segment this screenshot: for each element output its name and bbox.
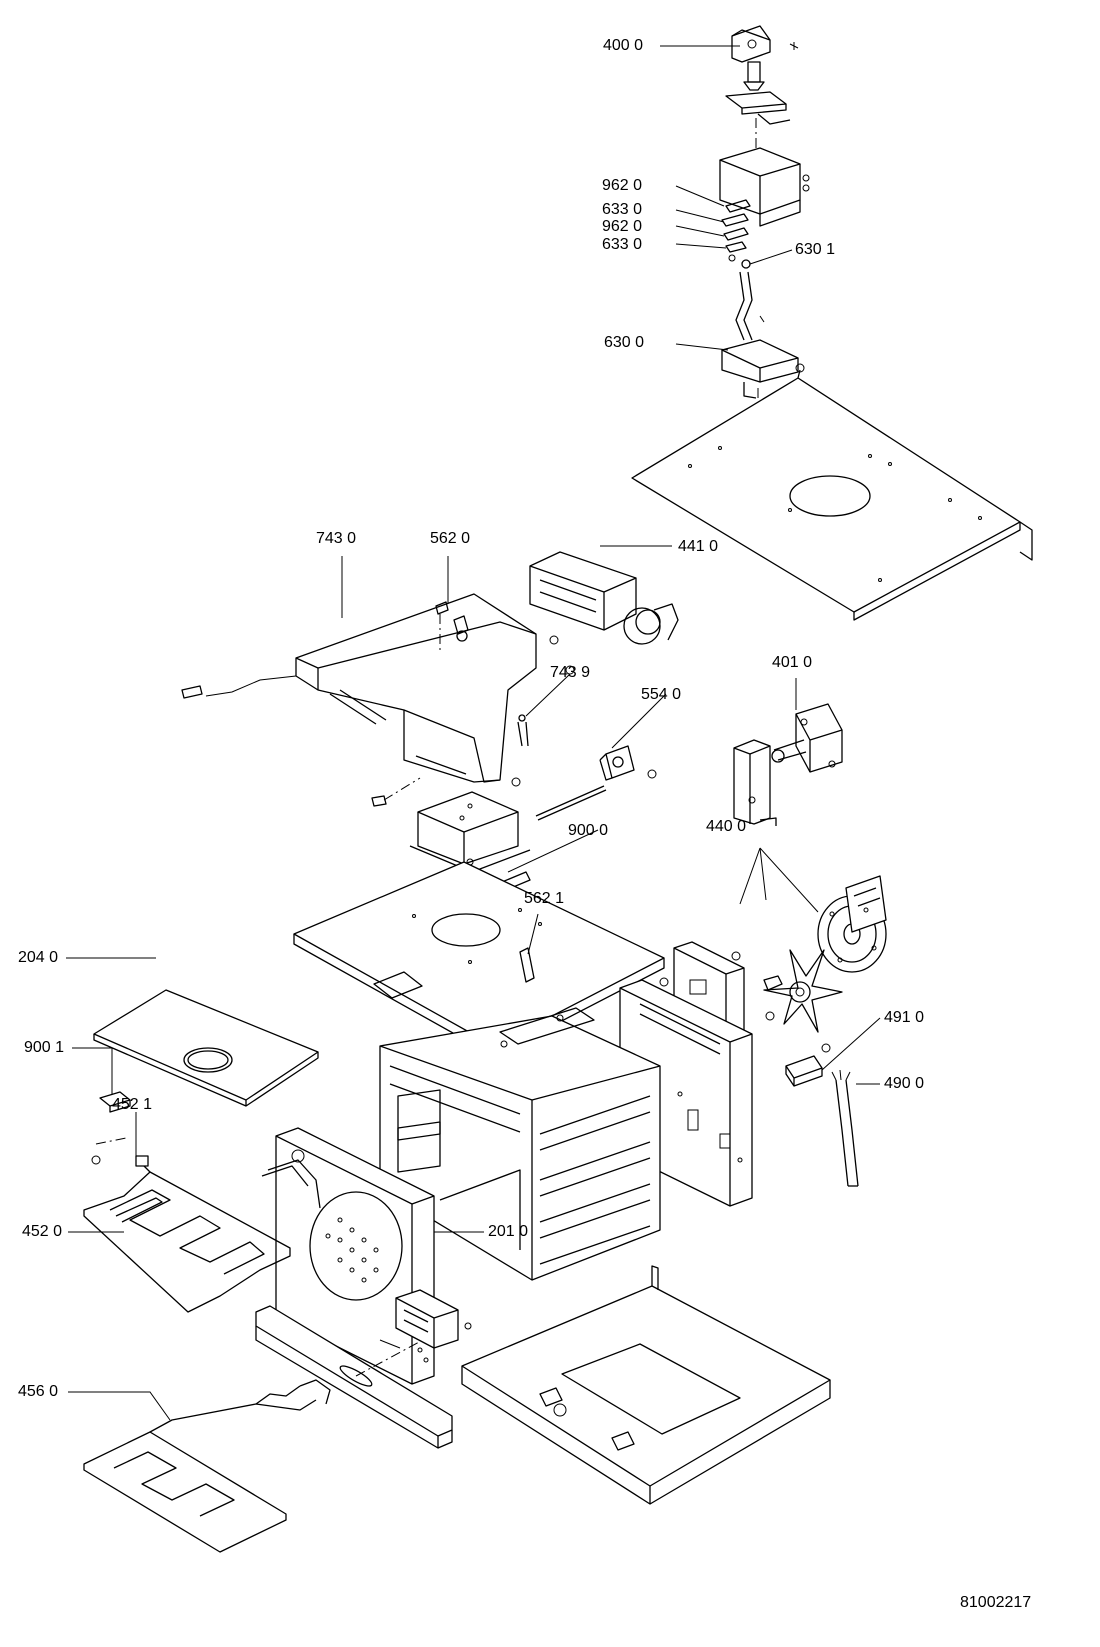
label-441-0: 441 0 xyxy=(678,538,719,555)
part-201-fan-cover xyxy=(275,1127,435,1393)
part-441-fan-box xyxy=(529,551,679,675)
part-bracket-box xyxy=(719,147,810,227)
label-452-1: 452 1 xyxy=(112,1096,153,1113)
label-900-1: 900 1 xyxy=(24,1039,65,1056)
part-204-plate xyxy=(93,989,319,1107)
part-middle-plate xyxy=(293,861,665,1057)
label-201-0: 201 0 xyxy=(488,1223,529,1240)
part-456-bottom-element xyxy=(83,1379,331,1553)
part-554-thermostat xyxy=(535,745,657,821)
label-630-1: 630 1 xyxy=(795,241,836,258)
part-900-1-clip xyxy=(99,1091,131,1113)
label-490-0: 490 0 xyxy=(884,1075,925,1092)
part-fan-wheel xyxy=(763,949,843,1033)
label-554-0: 554 0 xyxy=(641,686,682,703)
label-962-0-b: 962 0 xyxy=(602,218,643,235)
part-top-cover-plate xyxy=(631,369,1033,621)
label-452-0: 452 0 xyxy=(22,1223,63,1240)
part-491-terminal xyxy=(785,1043,831,1087)
part-562-thermostat xyxy=(435,601,469,654)
drawing-reference-number: 81002217 xyxy=(960,1594,1032,1611)
label-440-0: 440 0 xyxy=(706,818,747,835)
label-962-0-a: 962 0 xyxy=(602,177,643,194)
part-630-rod xyxy=(735,259,765,341)
part-bottom-tray xyxy=(461,1265,831,1505)
label-456-0: 456 0 xyxy=(18,1383,59,1400)
part-400-motor xyxy=(731,25,799,91)
part-452-1-clip xyxy=(91,1137,127,1165)
part-452-heating-element xyxy=(83,1155,321,1313)
part-bottom-rail xyxy=(255,1305,453,1449)
label-633-0-a: 633 0 xyxy=(602,201,643,218)
label-400-0: 400 0 xyxy=(603,37,644,54)
label-633-0-b: 633 0 xyxy=(602,236,643,253)
part-bracket-plate xyxy=(725,91,791,125)
label-562-0: 562 0 xyxy=(430,530,471,547)
part-440-fan-motor xyxy=(817,875,887,973)
label-743-9: 743 9 xyxy=(550,664,591,681)
label-204-0: 204 0 xyxy=(18,949,59,966)
part-630-0-bracket xyxy=(721,339,805,399)
part-743-9-sensor xyxy=(517,714,529,747)
leader-lines xyxy=(66,45,881,1421)
part-bottom-bracket xyxy=(395,1289,472,1349)
label-630-0: 630 0 xyxy=(604,334,645,351)
part-401-motor xyxy=(733,703,843,826)
part-490-cable xyxy=(831,1069,859,1187)
label-562-1: 562 1 xyxy=(524,890,565,907)
part-743-air-duct xyxy=(181,593,537,807)
label-491-0: 491 0 xyxy=(884,1009,925,1026)
part-633-962-stack xyxy=(721,199,751,262)
label-900-0: 900 0 xyxy=(568,822,609,839)
label-401-0: 401 0 xyxy=(772,654,813,671)
label-743-0: 743 0 xyxy=(316,530,357,547)
